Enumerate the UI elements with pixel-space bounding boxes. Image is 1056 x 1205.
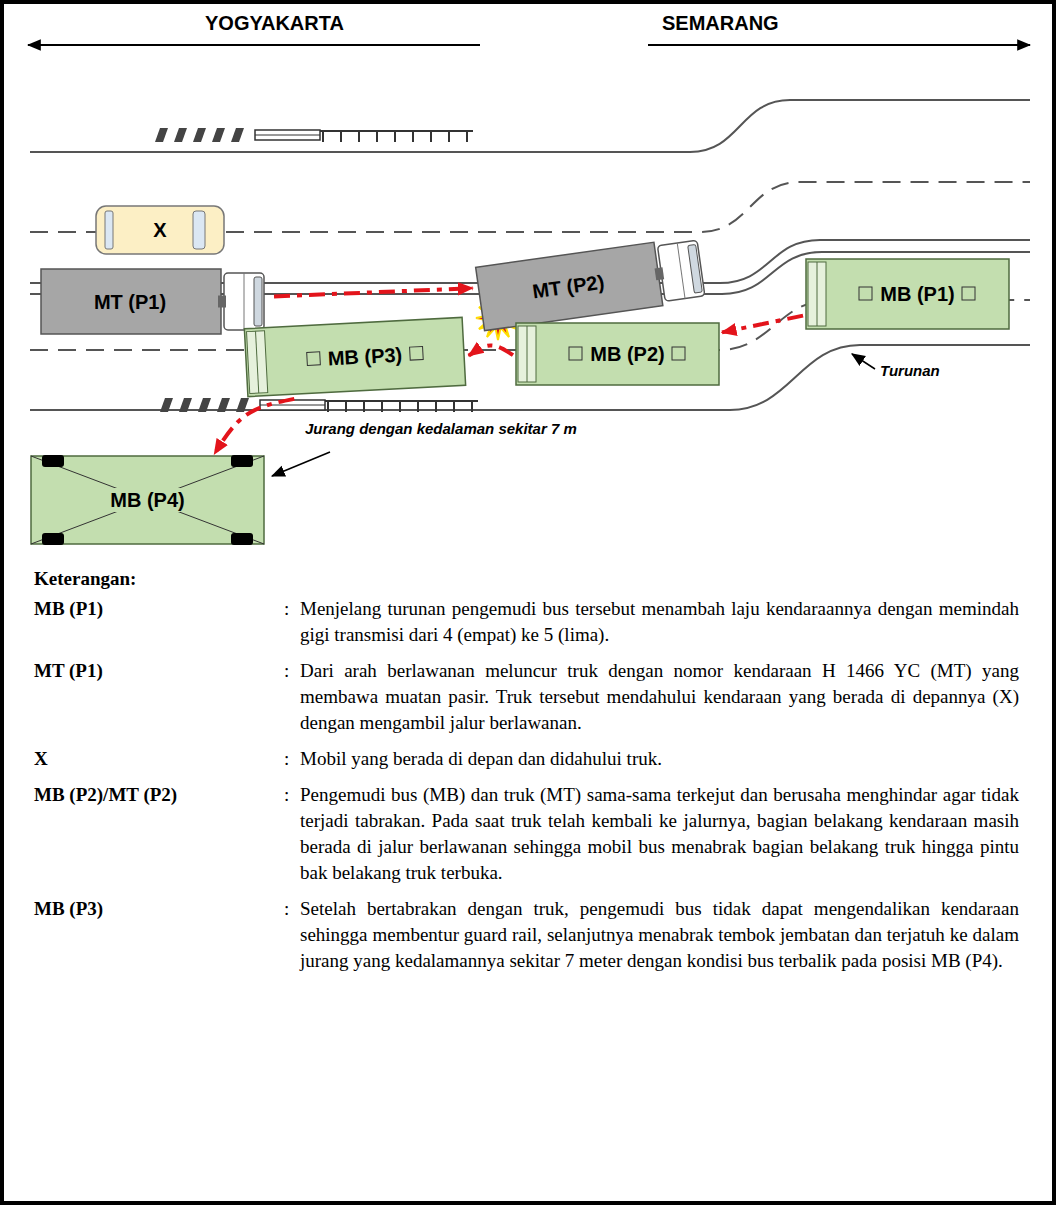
- leader-line: [272, 452, 330, 476]
- vehicle-label: MB (P2): [587, 342, 667, 366]
- note-colon: :: [284, 782, 300, 886]
- bridge-wall: [255, 135, 320, 136]
- direction-label: SEMARANG: [662, 12, 779, 35]
- rail-post: [412, 131, 414, 142]
- bus-shape: MB (P3): [243, 316, 466, 397]
- bridge-wall: [255, 130, 320, 140]
- note-colon: :: [284, 596, 300, 648]
- vehicle-label: MT (P1): [91, 290, 169, 314]
- ravine-label: Jurang dengan kedalaman sekitar 7 m: [305, 420, 577, 437]
- note-key: MT (P1): [34, 658, 284, 736]
- rail-post: [327, 401, 329, 412]
- vehicle-label: MB (P4): [107, 488, 187, 512]
- window-square: [410, 346, 424, 360]
- note-key: MB (P2)/MT (P2): [34, 782, 284, 886]
- truck-shape: MT (P1): [40, 268, 272, 335]
- rail-block: [236, 398, 249, 412]
- note-text: Setelah bertabrakan dengan truk, pengemu…: [300, 896, 1019, 974]
- note-key: MB (P3): [34, 896, 284, 974]
- guard-rail: [320, 130, 473, 132]
- notes-heading: Keterangan:: [34, 566, 1019, 592]
- rail-block: [174, 128, 187, 142]
- rail-post: [417, 401, 419, 412]
- rail-block: [212, 128, 225, 142]
- rail-block: [193, 128, 206, 142]
- note-text: Dari arah berlawanan meluncur truk denga…: [300, 658, 1019, 736]
- leader-line: [852, 354, 875, 369]
- rail-post: [394, 131, 396, 142]
- window-square: [962, 287, 975, 300]
- note-text: Pengemudi bus (MB) dan truk (MT) sama-sa…: [300, 782, 1019, 886]
- motion-arrow: [274, 288, 473, 296]
- overturned-bus-shape: MB (P4): [30, 455, 265, 545]
- rail-block: [198, 398, 211, 412]
- rail-post: [376, 131, 378, 142]
- notes-panel: Keterangan: MB (P1):Menjelang turunan pe…: [34, 566, 1019, 974]
- note-text: Mobil yang berada di depan dan didahului…: [300, 746, 1019, 772]
- window-square: [859, 287, 872, 300]
- note-key: MB (P1): [34, 596, 284, 648]
- rail-post: [358, 131, 360, 142]
- rail-block: [160, 398, 173, 412]
- rail-post: [453, 401, 455, 412]
- road-edge: [30, 100, 1030, 152]
- rail-post: [363, 401, 365, 412]
- rail-block: [155, 128, 168, 142]
- direction-arrow: [28, 44, 480, 46]
- note-colon: :: [284, 896, 300, 974]
- rail-block: [217, 398, 230, 412]
- bus-shape: MB (P1): [805, 258, 1010, 330]
- note-colon: :: [284, 658, 300, 736]
- vehicle-label: MB (P3): [324, 342, 406, 370]
- car-shape: X: [95, 205, 225, 255]
- rail-post: [381, 401, 383, 412]
- window-square: [307, 352, 321, 366]
- rail-post: [345, 401, 347, 412]
- bus-shape: MB (P2): [515, 322, 720, 386]
- rail-post: [399, 401, 401, 412]
- window-square: [569, 347, 582, 360]
- rail-post: [435, 401, 437, 412]
- note-colon: :: [284, 746, 300, 772]
- rail-post: [448, 131, 450, 142]
- direction-arrow: [648, 44, 1030, 46]
- rail-post: [322, 131, 324, 142]
- truck-shape: MT (P2): [475, 234, 714, 332]
- notes-table: MB (P1):Menjelang turunan pengemudi bus …: [34, 596, 1019, 974]
- motion-arrow: [214, 399, 294, 454]
- rail-post: [430, 131, 432, 142]
- motion-arrow: [722, 316, 803, 333]
- rail-post: [340, 131, 342, 142]
- rail-block: [179, 398, 192, 412]
- rail-post: [466, 131, 468, 142]
- note-text: Menjelang turunan pengemudi bus tersebut…: [300, 596, 1019, 648]
- rail-block: [231, 128, 244, 142]
- note-key: X: [34, 746, 284, 772]
- guard-rail: [325, 400, 478, 402]
- vehicle-label: X: [150, 218, 169, 242]
- window-square: [672, 347, 685, 360]
- slope-label: Turunan: [880, 362, 940, 379]
- motion-arrow: [469, 345, 513, 355]
- direction-label: YOGYAKARTA: [205, 12, 344, 35]
- rail-post: [471, 401, 473, 412]
- vehicle-label: MB (P1): [877, 282, 957, 306]
